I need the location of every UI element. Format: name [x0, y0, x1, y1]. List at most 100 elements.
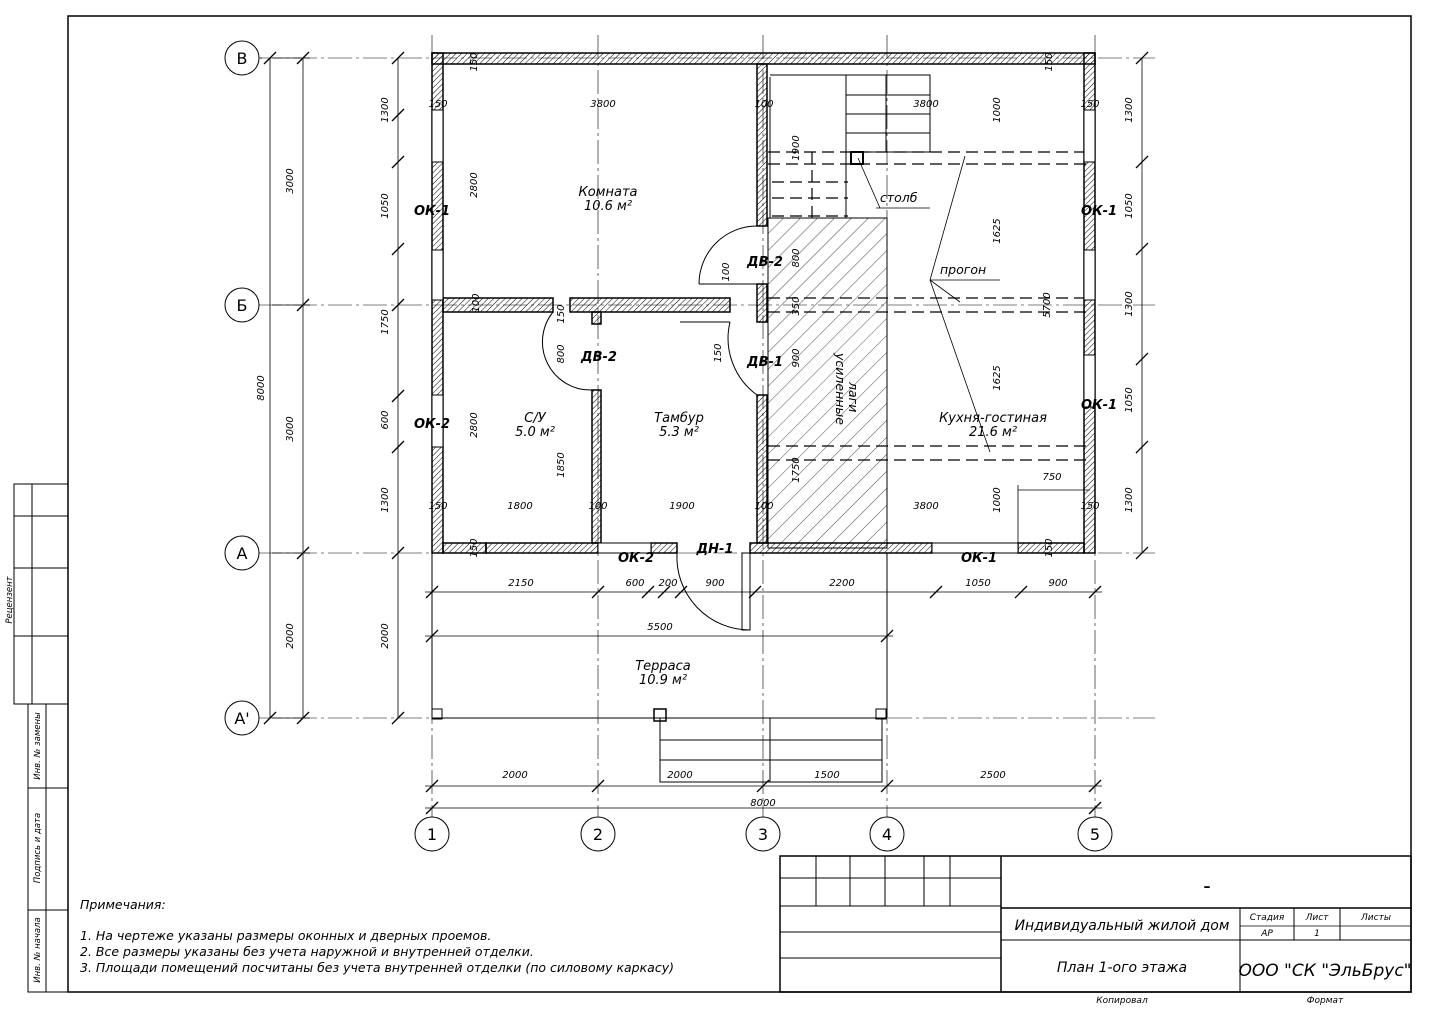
dim-text: 100 — [754, 501, 773, 512]
reinforced-joists-zone — [767, 217, 888, 549]
axis-label-4: 4 — [882, 825, 892, 844]
dim-text: 150 — [469, 52, 480, 71]
dim-text: 750 — [1042, 472, 1061, 483]
dim-text: 150 — [428, 99, 447, 110]
note-item: 2. Все размеры указаны без учета наружно… — [80, 944, 534, 959]
dim-text: 1900 — [669, 501, 694, 512]
drawing-code: – — [1204, 879, 1211, 895]
dim-text: 1000 — [992, 487, 1003, 512]
dim-text: 2500 — [980, 770, 1005, 781]
dim-text: 350 — [791, 296, 802, 315]
window-label: ОК-1 — [1081, 398, 1117, 413]
dim-text: 2200 — [829, 578, 854, 589]
room-name: Комната — [579, 185, 638, 200]
copied-label: Копировал — [1096, 996, 1148, 1006]
axis-bubble-row — [224, 287, 260, 323]
stage-label: Стадия — [1250, 913, 1285, 923]
dim-text: 8000 — [256, 375, 267, 400]
dim-text: 100 — [588, 501, 607, 512]
dim-text: 600 — [625, 578, 644, 589]
dim-text: 1750 — [791, 457, 802, 482]
dim-text: 150 — [1080, 99, 1099, 110]
dim-text: 2800 — [469, 172, 480, 197]
dim-text: 1300 — [1124, 97, 1135, 122]
dim-text: 2000 — [667, 770, 692, 781]
dim-text: 2150 — [508, 578, 533, 589]
door-label: ДВ-2 — [580, 350, 617, 365]
title-block — [779, 855, 1412, 993]
dim-text: 3000 — [285, 168, 296, 193]
axis-bubble-col — [1077, 816, 1113, 852]
window-label: ОК-1 — [414, 204, 450, 219]
company-name: ООО "СК "ЭльБрус" — [1239, 961, 1412, 981]
inv-orig-label: Инв. № начала — [33, 917, 43, 983]
dim-text: 150 — [713, 343, 724, 362]
door-label: ДВ-2 — [746, 255, 783, 270]
sheet-frame — [67, 15, 1412, 993]
axis-bubble-col — [580, 816, 616, 852]
dim-text: 800 — [556, 344, 567, 363]
axis-label-1: 1 — [427, 825, 437, 844]
dim-text: 1300 — [1124, 291, 1135, 316]
dim-text: 150 — [1044, 538, 1055, 557]
dim-text: 1050 — [1124, 387, 1135, 412]
sheet-value: 1 — [1314, 929, 1320, 939]
axis-label-b: Б — [237, 296, 248, 315]
terrace — [431, 553, 888, 783]
dim-text: 2000 — [502, 770, 527, 781]
dim-text: 5700 — [1042, 292, 1053, 317]
dim-text: 600 — [380, 410, 391, 429]
door-label: ДВ-1 — [746, 355, 783, 370]
joists-callout: лаги — [846, 381, 861, 412]
dim-text: 3800 — [590, 99, 615, 110]
dim-text: 3800 — [913, 501, 938, 512]
doors — [541, 225, 758, 631]
room-name: С/У — [524, 411, 546, 426]
reviewer-label: Рецензент — [5, 575, 15, 623]
dim-text: 1800 — [507, 501, 532, 512]
room-name: Кухня-гостиная — [939, 411, 1047, 426]
dim-text: 100 — [754, 99, 773, 110]
sign-date-label: Подпись и дата — [33, 813, 43, 883]
room-name: Тамбур — [654, 411, 704, 426]
axis-label-3: 3 — [758, 825, 768, 844]
dim-text: 3000 — [285, 416, 296, 441]
dim-text: 1625 — [992, 218, 1003, 243]
dim-text: 900 — [791, 348, 802, 367]
axis-label-a: А — [237, 544, 248, 563]
dim-text: 3800 — [913, 99, 938, 110]
dim-text: 150 — [428, 501, 447, 512]
sheet-title: План 1-ого этажа — [1057, 960, 1187, 976]
axis-bubble-row — [224, 700, 260, 736]
joists-callout: усиленные — [833, 352, 848, 425]
dim-text: 1050 — [965, 578, 990, 589]
dim-text: 1300 — [1124, 487, 1135, 512]
axis-label-2: 2 — [593, 825, 603, 844]
inv-replace-label: Инв. № замены — [33, 712, 43, 780]
purlins — [768, 151, 1090, 461]
dim-text: 1500 — [814, 770, 839, 781]
side-stamp — [13, 483, 69, 993]
dim-text: 1625 — [992, 365, 1003, 390]
dim-text: 1050 — [380, 193, 391, 218]
dim-text: 1000 — [992, 97, 1003, 122]
purlin-callout: прогон — [940, 262, 986, 277]
axis-label-a-prime: А' — [234, 709, 249, 728]
axis-label-5: 5 — [1090, 825, 1100, 844]
notes-block: Примечания: 1. На чертеже указаны размер… — [80, 897, 674, 976]
walls — [431, 52, 1096, 554]
room-area: 5.0 м² — [515, 425, 555, 440]
axis-bubble-row — [224, 535, 260, 571]
room-area: 21.6 м² — [969, 425, 1017, 440]
axis-bubbles — [224, 40, 1113, 852]
dim-text: 900 — [705, 578, 724, 589]
room-name: Терраса — [635, 659, 691, 674]
dim-text: 900 — [1048, 578, 1067, 589]
room-area: 10.9 м² — [639, 673, 687, 688]
door-label: ДН-1 — [696, 542, 734, 557]
dim-text: 100 — [721, 262, 732, 281]
dim-text: 2000 — [285, 623, 296, 648]
window-label: ОК-2 — [618, 551, 654, 566]
dim-text: 150 — [556, 304, 567, 323]
